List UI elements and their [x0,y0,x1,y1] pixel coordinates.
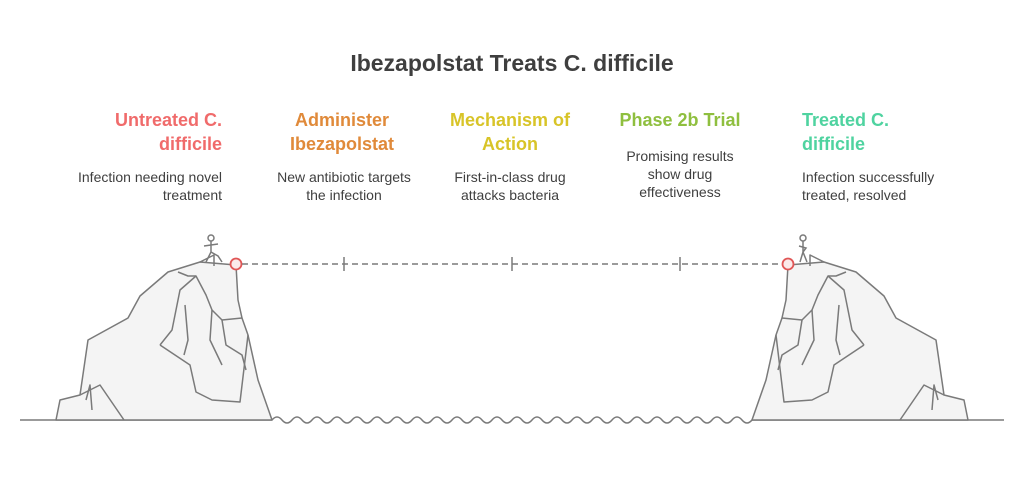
step-4-description: Promising results show drug effectivenes… [626,148,734,200]
step-5-title: Treated C. difficile [802,110,890,154]
step-3-description: First-in-class drug attacks bacteria [454,169,566,203]
diagram-title: Ibezapolstat Treats C. difficile [350,50,674,76]
step-1-title: Untreated C. difficile [114,110,222,154]
step-3-title: Mechanism of Action [449,110,571,154]
step-4-title: Phase 2b Trial [619,110,741,130]
left-cliff [55,254,273,421]
step-1-description: Infection needing novel treatment [78,169,222,203]
end-marker [781,257,795,271]
water-waves [271,416,753,424]
step-2-title: Administer Ibezapolstat [289,110,395,154]
step-5-description: Infection successfully treated, resolved [802,169,935,203]
right-cliff [751,254,969,421]
start-marker [229,257,243,271]
person-left-icon [203,234,223,263]
person-right-icon [798,234,808,263]
step-2-description: New antibiotic targets the infection [277,169,411,203]
